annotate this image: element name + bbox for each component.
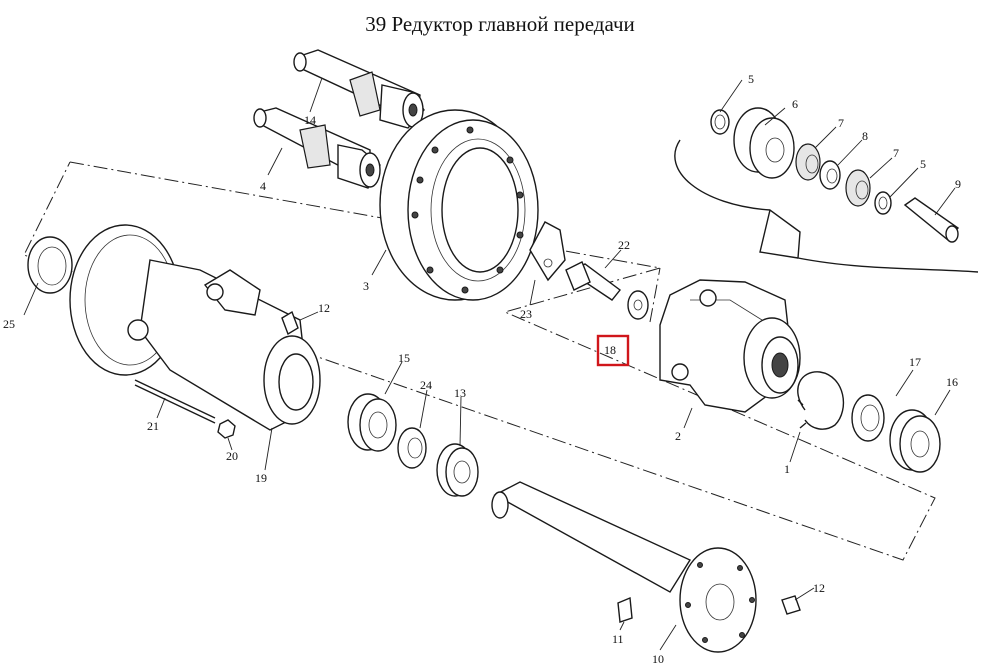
label-5a: 5 <box>748 72 754 86</box>
label-17: 17 <box>909 355 921 369</box>
part-22-nut <box>217 419 236 439</box>
label-15: 15 <box>398 351 410 365</box>
part-10-axle-shaft <box>491 481 757 653</box>
label-16: 16 <box>946 375 958 389</box>
part-5-spacer <box>710 109 730 135</box>
label-10: 10 <box>652 652 664 666</box>
part-25-seal <box>27 236 73 294</box>
inset-bubble <box>674 139 979 273</box>
part-8-spacer <box>819 160 841 190</box>
label-9: 9 <box>955 177 961 191</box>
label-4: 4 <box>260 179 266 193</box>
label-14: 14 <box>304 113 316 127</box>
part-11-bolt <box>617 596 633 623</box>
leader-lines <box>23 77 956 651</box>
label-5b: 5 <box>920 157 926 171</box>
label-13: 13 <box>454 386 466 400</box>
label-24: 24 <box>420 378 432 392</box>
part-4-shaft <box>253 107 381 189</box>
part-7-bearing-b <box>845 169 871 207</box>
label-3: 3 <box>363 279 369 293</box>
label-7a: 7 <box>838 116 844 130</box>
part-12-fitting-upper <box>281 310 299 336</box>
part-19-lock-plate <box>529 221 566 282</box>
part-9-pin <box>903 197 960 243</box>
label-18: 22 <box>618 238 630 252</box>
part-6-gear <box>733 107 795 179</box>
highlight-box <box>596 334 630 367</box>
label-22: 20 <box>226 449 238 463</box>
part-23-stud <box>134 379 216 419</box>
label-1: 1 <box>784 462 790 476</box>
label-12b: 12 <box>813 581 825 595</box>
label-2: 2 <box>675 429 681 443</box>
part-16-bearing <box>889 409 941 473</box>
part-15-bearing <box>347 393 397 452</box>
label-6: 6 <box>792 97 798 111</box>
label-11: 11 <box>612 632 624 646</box>
part-2-carrier <box>659 279 801 413</box>
part-20-washer <box>627 290 649 320</box>
label-23: 21 <box>147 419 159 433</box>
part-17-spacer <box>851 394 885 442</box>
part-24-spacer <box>397 427 427 469</box>
part-1-circlip <box>797 371 845 430</box>
part-5-spacer-b <box>874 191 892 215</box>
label-21: 19 <box>255 471 267 485</box>
part-14-shaft <box>293 49 425 129</box>
assembly-boundary <box>23 161 936 561</box>
label-25: 25 <box>3 317 15 331</box>
part-21-axle-housing <box>69 224 321 431</box>
label-8: 8 <box>862 129 868 143</box>
page-title: 39 Редуктор главной передачи <box>365 12 635 36</box>
part-13-bearing <box>436 443 479 497</box>
part-12-fitting-lower <box>781 595 801 615</box>
part-18-bolt <box>565 261 621 301</box>
label-20: 18 <box>604 343 616 357</box>
part-7-bearing-a <box>795 143 821 181</box>
label-12a: 12 <box>318 301 330 315</box>
part-3-ring-gear <box>379 109 539 301</box>
label-7b: 7 <box>893 146 899 160</box>
label-19: 23 <box>520 307 532 321</box>
callout-labels: 5 6 7 8 7 5 9 14 4 3 23 22 25 12 2 1 17 … <box>3 72 961 666</box>
